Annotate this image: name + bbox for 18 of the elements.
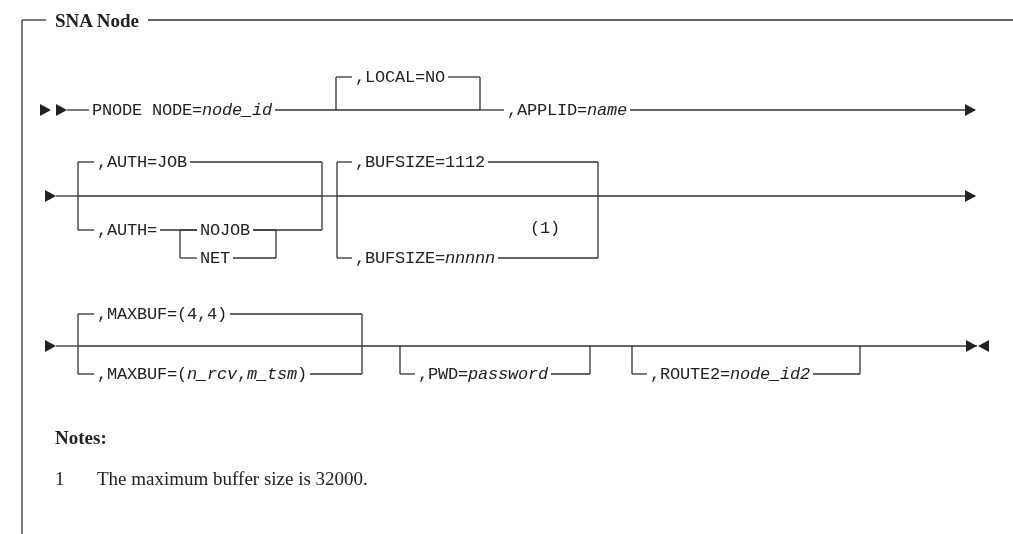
syntax-keyword: ,APPLID=name [507,101,628,119]
syntax-option: ,ROUTE2=node_id2 [650,365,811,383]
footnote-reference: (1) [530,219,560,237]
notes-heading: Notes: [55,427,107,447]
syntax-option: ,LOCAL=NO [355,68,445,86]
footnote-text: The maximum buffer size is 32000. [97,468,368,488]
syntax-option: NOJOB [200,221,250,239]
syntax-option: ,AUTH=JOB [97,153,187,171]
syntax-option: ,BUFSIZE=nnnnn [355,249,496,267]
syntax-option: ,PWD=password [418,365,549,383]
syntax-option: ,MAXBUF=(n_rcv,m_tsm) [97,365,308,383]
diagram-title: SNA Node [55,10,139,30]
syntax-option: ,AUTH= [97,221,157,239]
syntax-option: NET [200,249,230,267]
syntax-keyword: PNODE NODE=node_id [92,101,273,119]
syntax-option: ,MAXBUF=(4,4) [97,305,228,323]
syntax-option: ,BUFSIZE=1112 [355,153,486,171]
footnote-number: 1 [55,468,65,488]
